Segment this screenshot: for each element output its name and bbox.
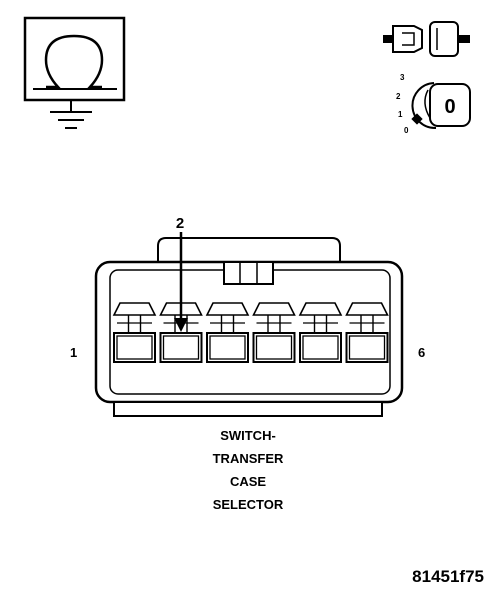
connector-caption: SWITCH- TRANSFER CASE SELECTOR — [213, 428, 284, 512]
cavity-2 — [159, 302, 203, 363]
caption-line-2: TRANSFER — [213, 451, 284, 466]
pin-last-label: 6 — [418, 345, 425, 360]
ignition-position-0: 0 — [404, 126, 409, 135]
cavity-5 — [298, 302, 343, 363]
pin-first-label: 1 — [70, 345, 77, 360]
cavity-row — [112, 302, 389, 363]
key-label: 0 — [444, 96, 455, 118]
cavity-1 — [112, 302, 157, 363]
pin-callout-label: 2 — [176, 215, 184, 232]
ignition-key-off-icon: 3 2 1 0 0 — [396, 73, 471, 135]
ignition-position-2: 2 — [396, 92, 401, 101]
caption-line-1: SWITCH- — [220, 428, 276, 443]
callout-arrow-head — [174, 318, 188, 332]
ohmmeter-ground-icon — [23, 16, 126, 129]
ignition-position-1: 1 — [398, 110, 403, 119]
cavity-4 — [252, 302, 296, 363]
connector-face — [94, 237, 404, 417]
caption-line-3: CASE — [230, 474, 266, 489]
cavity-3 — [205, 302, 250, 363]
cavity-6 — [345, 302, 389, 363]
ignition-position-3: 3 — [400, 73, 405, 82]
caption-line-4: SELECTOR — [213, 497, 284, 512]
disconnected-connector-icon — [383, 21, 470, 57]
figure-id: 81451f75 — [412, 567, 484, 586]
